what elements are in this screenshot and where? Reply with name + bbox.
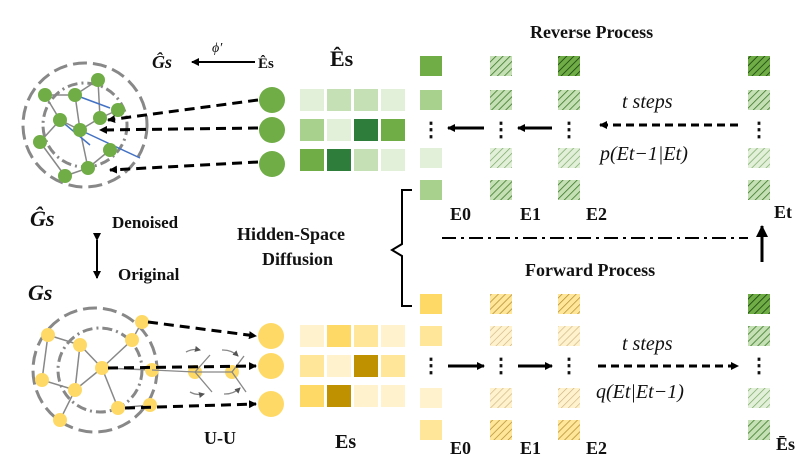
matrix-cell — [300, 385, 324, 407]
e-bar-s-label: Ēs — [776, 434, 795, 454]
forward-process-title: Forward Process — [525, 260, 655, 280]
svg-text:⋮: ⋮ — [421, 119, 441, 141]
matrix-cell — [300, 355, 324, 377]
matrix-cell — [300, 325, 324, 347]
matrix-cell — [354, 325, 378, 347]
reverse-t-steps: t steps — [622, 91, 673, 113]
forward-e1-label: E1 — [520, 438, 541, 458]
svg-text:⋮: ⋮ — [491, 119, 511, 141]
e-s-label: Es — [335, 431, 356, 453]
forward-equation: q(Et|Et−1) — [596, 381, 684, 403]
e-hat-small-label: Ês — [258, 55, 274, 72]
matrix-cell — [300, 149, 324, 171]
forward-et-column: ⋮ — [748, 294, 770, 440]
matrix-cell — [327, 149, 351, 171]
forward-e2-label: E2 — [586, 438, 607, 458]
denoised-label: Denoised — [112, 213, 179, 232]
svg-text:⋮: ⋮ — [749, 119, 769, 141]
forward-e0-column: ⋮ — [420, 294, 442, 440]
matrix-cell — [354, 119, 378, 141]
matrix-cell — [381, 355, 405, 377]
matrix-cell — [381, 325, 405, 347]
e-hat-big-label: Ês — [330, 46, 354, 71]
uu-label: U-U — [204, 428, 236, 448]
reverse-e1-label: E1 — [520, 204, 541, 224]
reverse-e0-column: ⋮ — [420, 56, 442, 200]
yellow-embedding-matrix — [300, 325, 405, 407]
reverse-e0-label: E0 — [450, 204, 471, 224]
matrix-cell — [381, 119, 405, 141]
svg-text:⋮: ⋮ — [559, 355, 579, 377]
matrix-cell — [327, 385, 351, 407]
reverse-e2-column: ⋮ — [558, 56, 580, 200]
reverse-process-title: Reverse Process — [530, 22, 653, 42]
reverse-e1-column: ⋮ — [490, 56, 512, 200]
g-orig-label: Gs — [28, 280, 52, 305]
g-hat-small-label: Ĝs — [152, 51, 172, 72]
forward-e2-column: ⋮ — [558, 294, 580, 440]
matrix-cell — [381, 89, 405, 111]
matrix-cell — [381, 385, 405, 407]
matrix-cell — [327, 325, 351, 347]
forward-t-steps: t steps — [622, 333, 673, 355]
reverse-et-column: ⋮ — [748, 56, 770, 200]
reverse-equation: p(Et−1|Et) — [598, 143, 688, 165]
matrix-cell — [327, 355, 351, 377]
diffusion-label: Diffusion — [262, 249, 333, 269]
svg-text:⋮: ⋮ — [749, 355, 769, 377]
matrix-cell — [327, 119, 351, 141]
matrix-cell — [327, 89, 351, 111]
matrix-cell — [354, 149, 378, 171]
original-graph — [31, 306, 284, 434]
reverse-e2-label: E2 — [586, 204, 607, 224]
brace — [390, 189, 412, 307]
original-label: Original — [118, 265, 180, 284]
phi-prime-label: ϕ′ — [212, 41, 223, 56]
reverse-et-label: Et — [774, 202, 792, 222]
svg-text:⋮: ⋮ — [421, 355, 441, 377]
svg-text:⋮: ⋮ — [559, 119, 579, 141]
denoised-graph — [21, 61, 285, 189]
matrix-cell — [354, 385, 378, 407]
hidden-space-label: Hidden-Space — [237, 224, 345, 244]
forward-e0-label: E0 — [450, 438, 471, 458]
matrix-cell — [354, 89, 378, 111]
forward-e1-column: ⋮ — [490, 294, 512, 440]
green-embedding-matrix — [300, 89, 405, 171]
matrix-cell — [381, 149, 405, 171]
matrix-cell — [354, 355, 378, 377]
matrix-cell — [300, 89, 324, 111]
svg-text:⋮: ⋮ — [491, 355, 511, 377]
matrix-cell — [300, 119, 324, 141]
g-hat-big-label: Ĝs — [30, 206, 54, 231]
